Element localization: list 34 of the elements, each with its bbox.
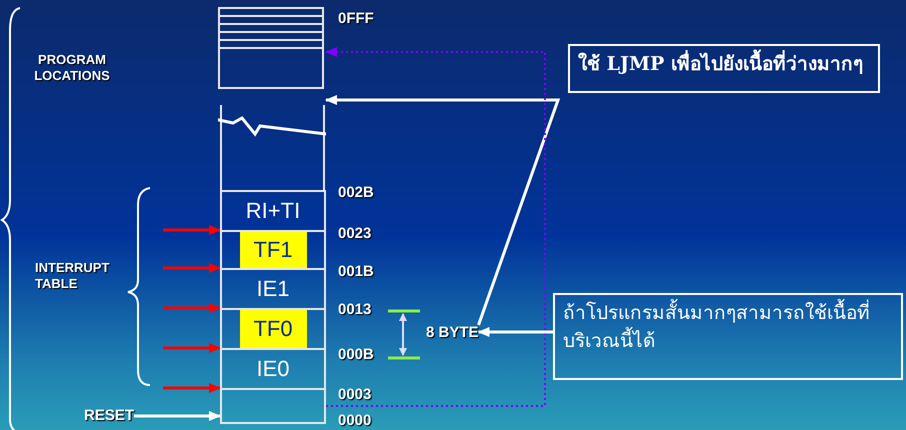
address-label: 0000	[338, 413, 372, 428]
memory-break-drawing	[218, 6, 326, 191]
text-label: 8 BYTE	[426, 325, 479, 340]
address-label: 0023	[338, 226, 372, 241]
cell-label: RI+TI	[246, 199, 300, 223]
address-label: 001B	[338, 264, 374, 279]
arrow	[163, 383, 221, 393]
memory-cell	[220, 232, 326, 270]
arrow	[325, 95, 560, 326]
highlighted-label: TF0	[240, 310, 306, 348]
highlighted-label: TF1	[240, 232, 306, 268]
memory-cell	[220, 310, 326, 350]
memory-cell	[220, 350, 326, 390]
text-label: RESET	[84, 408, 134, 423]
arrow	[163, 263, 221, 273]
memory-cell	[220, 190, 326, 232]
arrow	[134, 411, 221, 421]
note-box: ใช้ LJMP เพื่อไปยังเนื้อที่ว่างมากๆ	[568, 44, 880, 93]
arrow	[163, 225, 221, 235]
address-label: 000B	[338, 347, 374, 362]
section-label: INTERRUPT TABLE	[35, 260, 110, 292]
address-label: 002B	[338, 185, 374, 200]
dotted-arrow	[325, 47, 546, 407]
cell-label: IE0	[256, 357, 290, 381]
address-label: 0FFF	[338, 11, 374, 26]
arrow	[478, 327, 553, 337]
arrow	[163, 343, 221, 353]
address-label: 0013	[338, 302, 372, 317]
arrow	[163, 303, 221, 313]
note-box: ถ้าโปรแกรมสั้นมากๆสามารถใช้เนื้อที่บริเวณนี้ได้	[553, 293, 903, 380]
memory-cell	[220, 390, 326, 424]
address-label: 0003	[338, 387, 372, 402]
section-label: PROGRAM LOCATIONS	[33, 52, 111, 84]
cell-label: IE1	[256, 277, 290, 301]
